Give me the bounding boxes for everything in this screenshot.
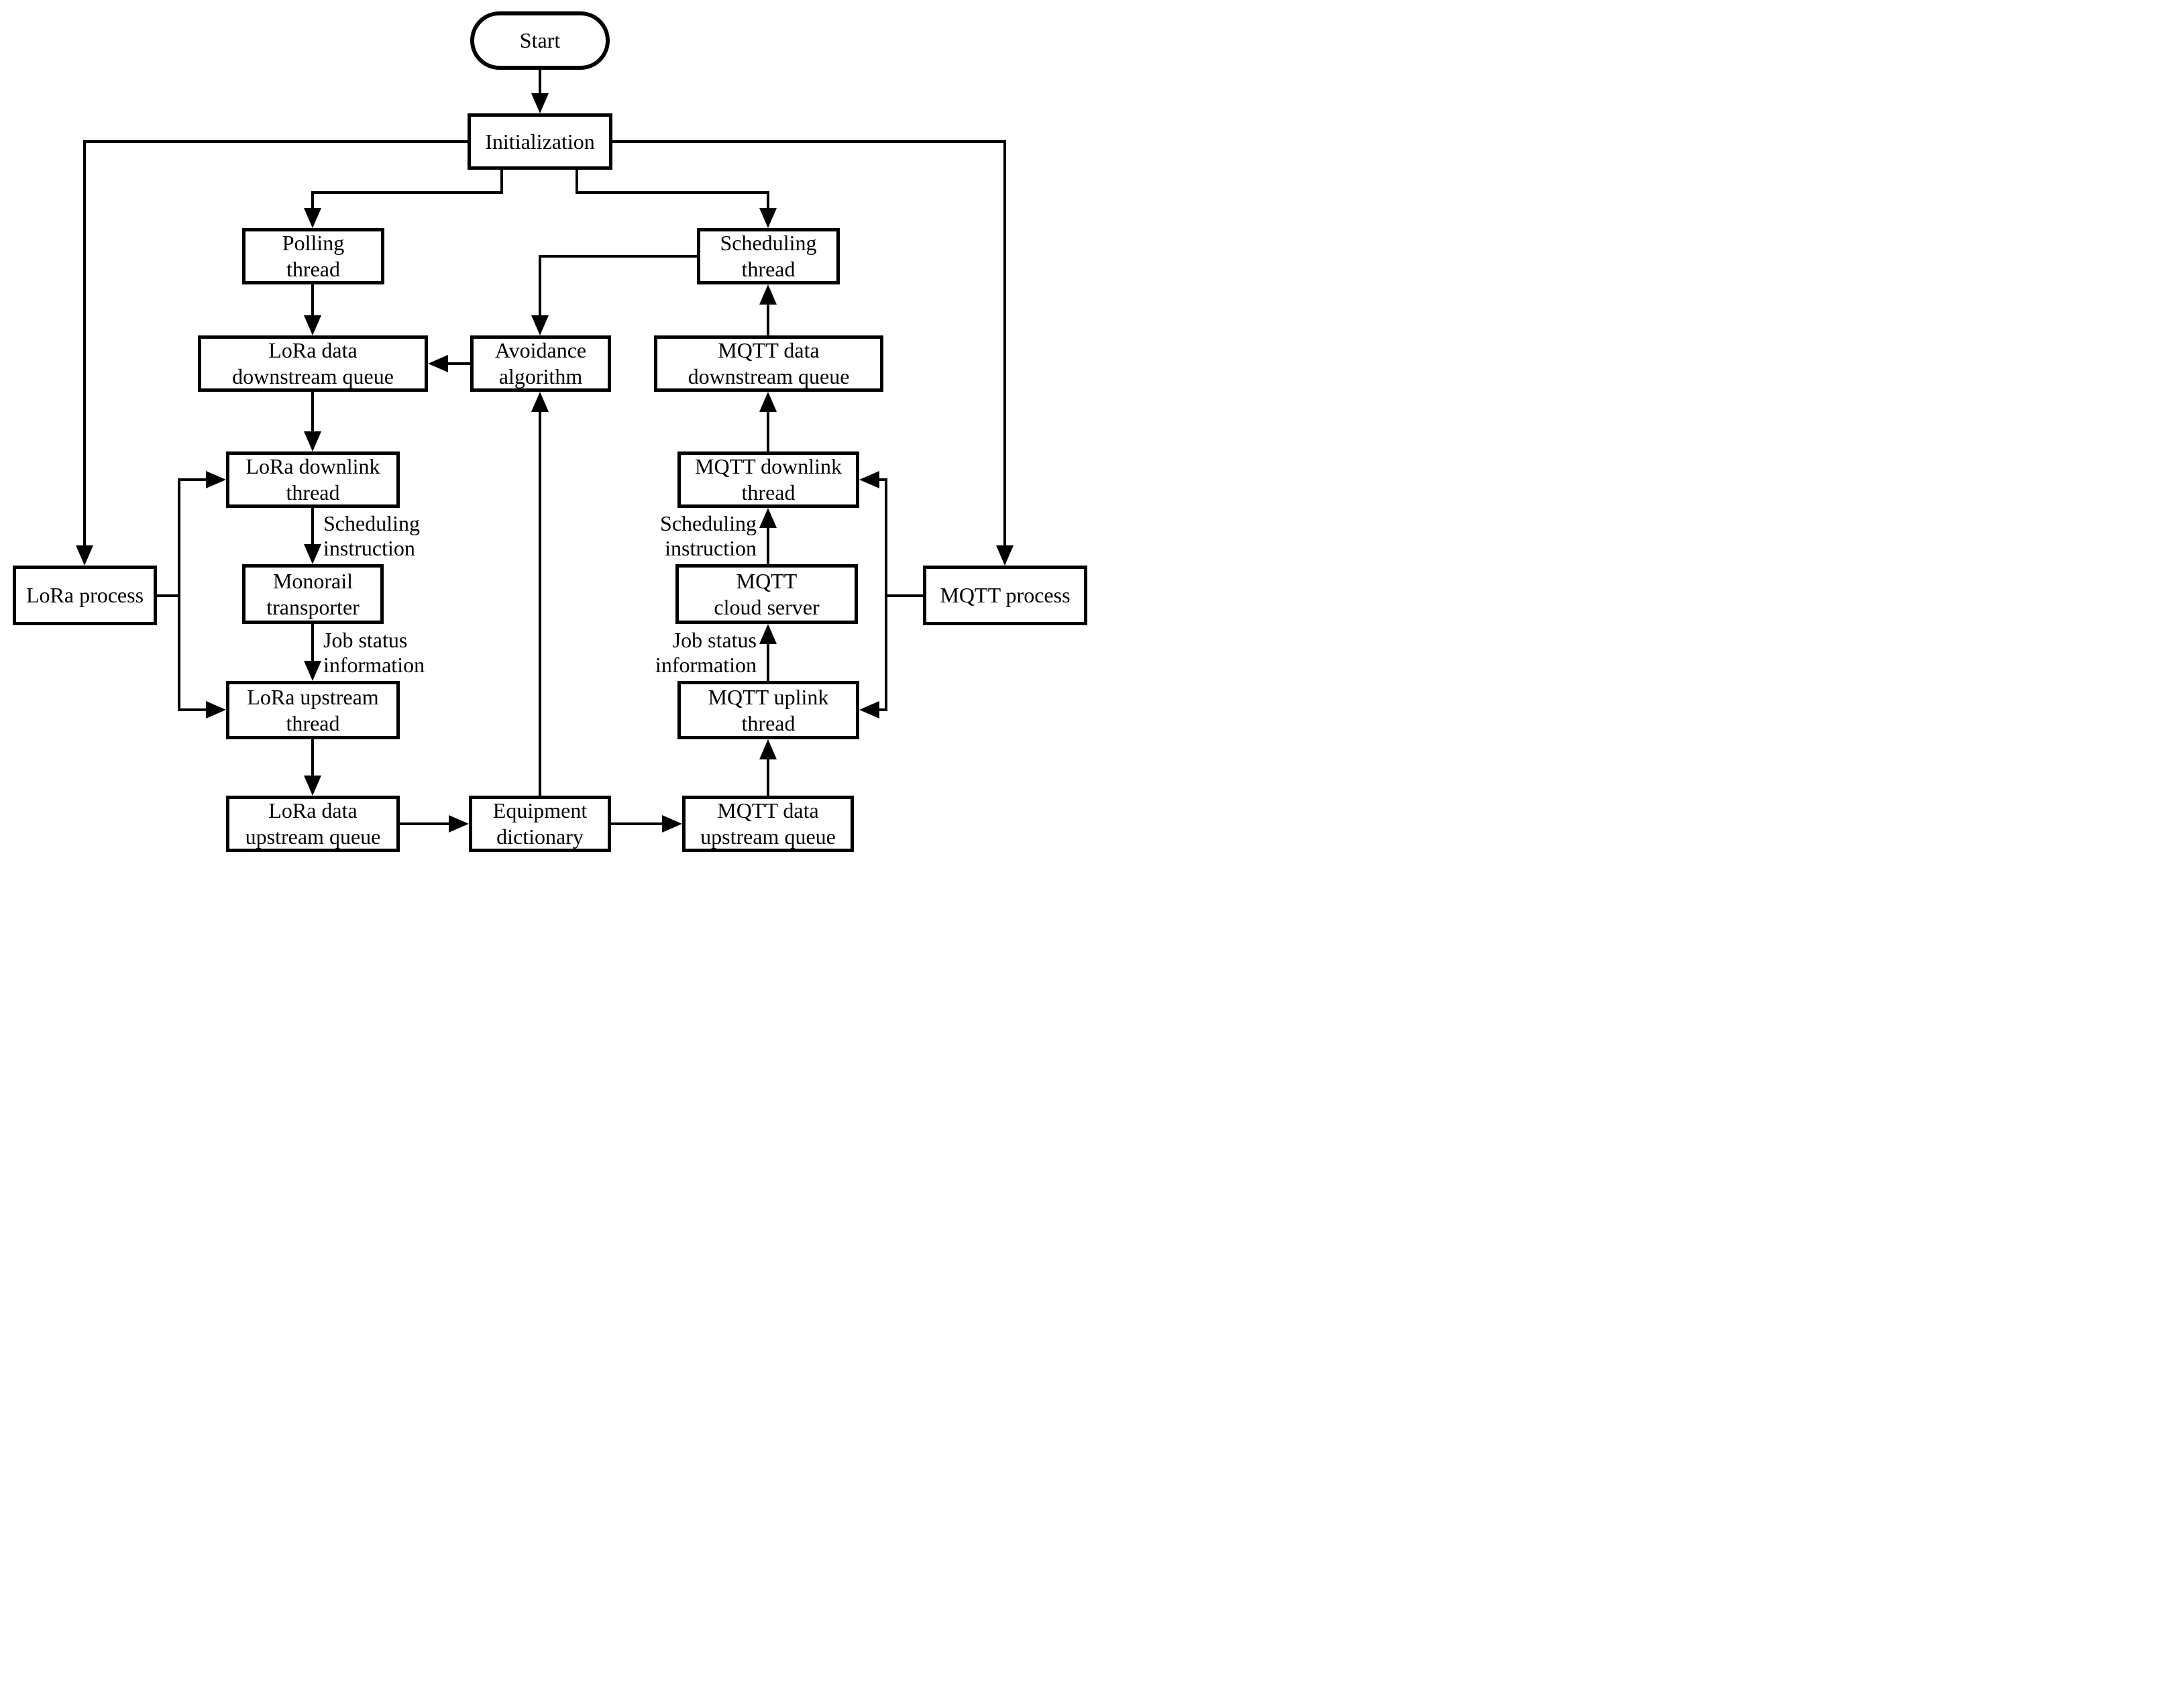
edge-mqtt-downlink-downstream-queue-segment [767, 411, 769, 453]
edge-label-mqtt-scheduling-instruction: Scheduling instruction [660, 511, 757, 560]
edge-mqtt-upstream-queue-uplink-arrowhead [759, 739, 777, 759]
edge-initialization-mqtt-process-arrowhead [996, 545, 1014, 566]
edge-lora-upstream-queue-arrowhead [304, 776, 321, 796]
edge-polling-lora-downstream-queue-arrowhead [304, 315, 321, 335]
edge-initialization-scheduling-segment [576, 170, 578, 194]
edge-lora-downstream-queue-downlink-segment [311, 392, 314, 433]
edge-mqtt-downlink-downstream-queue-arrowhead [759, 392, 777, 412]
edge-mqtt-process-link-segment [885, 594, 923, 597]
edge-mqtt-uplink-cloud-arrowhead [759, 624, 777, 644]
edge-mqtt-uplink-cloud-segment [767, 643, 769, 682]
edge-start-initialization-arrowhead [531, 93, 549, 113]
node-lora-upstream-thread: LoRa upstream thread [226, 681, 400, 739]
edge-lora-process-downlink-segment [178, 478, 209, 481]
node-mqtt-uplink-thread: MQTT uplink thread [677, 681, 859, 739]
edge-initialization-mqtt-process-segment [1003, 140, 1006, 548]
flowchart-canvas: Start Initialization Polling thread Sche… [0, 0, 1092, 853]
node-lora-process: LoRa process [13, 566, 157, 625]
node-polling-thread: Polling thread [242, 228, 384, 284]
edge-mqtt-process-downlink-segment [877, 478, 887, 481]
edge-lora-process-link-segment [157, 594, 180, 597]
edge-label-lora-scheduling-instruction: Scheduling instruction [323, 511, 420, 560]
edge-avoidance-lora-downstream-queue-arrowhead [428, 355, 448, 372]
edge-initialization-lora-process-segment [85, 140, 468, 143]
edge-initialization-scheduling-segment [576, 191, 769, 194]
node-monorail-transporter: Monorail transporter [242, 564, 384, 624]
node-mqtt-process: MQTT process [923, 566, 1087, 625]
edge-lora-process-upstream-segment [178, 708, 209, 711]
node-scheduling-thread: Scheduling thread [697, 228, 840, 284]
edge-start-initialization-segment [539, 70, 541, 97]
edge-lora-upstream-queue-equipment-segment [400, 822, 451, 825]
edge-initialization-scheduling-arrowhead [759, 208, 777, 228]
edge-equipment-avoidance-arrowhead [531, 392, 549, 412]
edge-lora-downlink-monorail-arrowhead [304, 544, 321, 564]
edge-monorail-lora-upstream-segment [311, 624, 314, 663]
node-mqtt-downlink-thread: MQTT downlink thread [677, 451, 859, 508]
edge-equipment-mqtt-upstream-queue-arrowhead [662, 815, 682, 833]
edge-initialization-lora-process-arrowhead [76, 545, 93, 566]
edge-initialization-mqtt-process-segment [612, 140, 1005, 143]
edge-lora-process-downlink-arrowhead [206, 471, 226, 488]
edge-mqtt-downstream-queue-scheduling-segment [767, 302, 769, 337]
edge-mqtt-process-uplink-arrowhead [859, 701, 879, 718]
edge-scheduling-avoidance-segment [540, 255, 697, 258]
edge-mqtt-downstream-queue-scheduling-arrowhead [759, 284, 777, 305]
edge-equipment-avoidance-segment [539, 411, 541, 796]
node-mqtt-cloud-server: MQTT cloud server [675, 564, 858, 624]
edge-mqtt-cloud-downlink-arrowhead [759, 508, 777, 528]
edge-equipment-mqtt-upstream-queue-segment [611, 822, 664, 825]
edge-mqtt-cloud-downlink-segment [767, 527, 769, 566]
edge-mqtt-process-link-segment [885, 478, 887, 711]
edge-label-lora-job-status-information: Job status information [323, 628, 425, 677]
node-lora-data-upstream-queue: LoRa data upstream queue [226, 796, 400, 852]
node-initialization: Initialization [468, 113, 612, 170]
edge-mqtt-process-uplink-segment [877, 708, 887, 711]
edge-mqtt-upstream-queue-uplink-segment [767, 758, 769, 796]
edge-initialization-polling-segment [311, 191, 314, 210]
edge-monorail-lora-upstream-arrowhead [304, 661, 321, 681]
node-equipment-dictionary: Equipment dictionary [469, 796, 611, 852]
edge-label-mqtt-job-status-information: Job status information [655, 628, 757, 677]
edge-lora-process-upstream-arrowhead [206, 701, 226, 718]
edge-initialization-polling-segment [500, 170, 503, 194]
edge-avoidance-lora-downstream-queue-segment [445, 362, 472, 365]
edge-initialization-lora-process-segment [83, 140, 86, 548]
edge-lora-downstream-queue-downlink-arrowhead [304, 431, 321, 451]
node-lora-downlink-thread: LoRa downlink thread [226, 451, 400, 508]
node-start: Start [470, 11, 610, 70]
edge-lora-upstream-queue-equipment-arrowhead [449, 815, 469, 833]
edge-lora-process-link-segment [178, 478, 180, 711]
edge-mqtt-process-downlink-arrowhead [859, 471, 879, 488]
edge-initialization-scheduling-segment [767, 191, 769, 210]
edge-initialization-polling-segment [311, 191, 503, 194]
edge-scheduling-avoidance-segment [539, 255, 541, 317]
node-avoidance-algorithm: Avoidance algorithm [470, 335, 611, 392]
edge-lora-upstream-queue-segment [311, 739, 314, 778]
node-mqtt-data-upstream-queue: MQTT data upstream queue [682, 796, 854, 852]
edge-polling-lora-downstream-queue-segment [311, 284, 314, 318]
node-lora-data-downstream-queue: LoRa data downstream queue [198, 335, 428, 392]
edge-lora-downlink-monorail-segment [311, 508, 314, 546]
edge-scheduling-avoidance-arrowhead [531, 315, 549, 335]
node-mqtt-data-downstream-queue: MQTT data downstream queue [654, 335, 883, 392]
edge-initialization-polling-arrowhead [304, 208, 321, 228]
